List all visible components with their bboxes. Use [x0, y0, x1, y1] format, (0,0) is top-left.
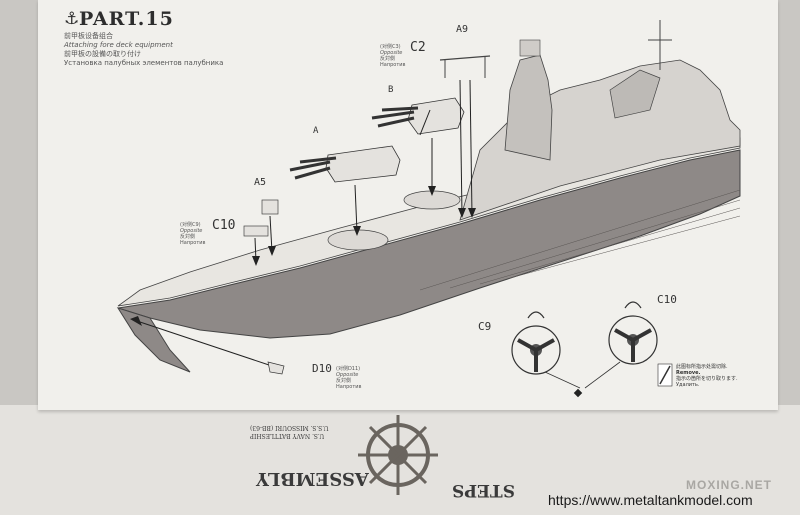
cover-small-1: U.S. NAVY BATTLESHIP [250, 432, 325, 439]
cover-line-1: ASSEMBLY [256, 468, 369, 489]
d10-note-ref: (对侧D11) [336, 366, 361, 372]
c2-note-ru: Напротив [380, 62, 406, 68]
c10-note-cn: 反対側 [180, 234, 196, 240]
subtitle-cn: 前甲板设备组合 [64, 32, 113, 40]
c10-note-ru: Напротив [180, 240, 206, 246]
label-b: B [388, 85, 394, 95]
cut-marker [573, 388, 583, 398]
d10-note-cn: 反対側 [336, 378, 352, 384]
part-title: PART.15 [79, 8, 174, 30]
c2-note-en: Opposite [380, 50, 403, 56]
notice-en: Remove. [676, 370, 701, 376]
c2-note-ref: (对侧C3) [380, 44, 401, 50]
c10-note-ref: (对侧C9) [180, 222, 201, 228]
c2-note-cn: 反対側 [380, 56, 396, 62]
subtitle-ru: Установка палубных элементов палубника [64, 59, 224, 67]
watermark: MOXING.NET [686, 478, 773, 492]
turret-b [371, 97, 465, 135]
label-c10-detail: C10 [657, 293, 677, 306]
d10-note-ru: Напротив [336, 384, 362, 390]
notice-cn: 此图标所指示处需切除. [676, 364, 728, 370]
forward-tower [504, 54, 553, 161]
part-a9 [439, 55, 491, 78]
label-a5: A5 [254, 177, 267, 188]
part-a5-piece [261, 199, 279, 215]
ship-hull [117, 149, 741, 339]
subtitle-jp: 前甲板の設備の取り付け [64, 50, 141, 58]
c10-note: (对侧C9) Opposite 反対側 Напротив [180, 222, 205, 246]
notice-ru: Удалить. [676, 382, 700, 388]
label-a9: A9 [456, 24, 469, 35]
label-a: A [313, 126, 319, 136]
d10-note: (对侧D11) Opposite 反対側 Напротив [336, 366, 361, 390]
cover-small-2: U.S.S. MISSOURI (BB-63) [250, 424, 329, 431]
notice-jp: 指示の箇所を切り取ります. [676, 376, 738, 382]
label-c2: C2 [410, 40, 426, 55]
funnel [609, 69, 661, 119]
detail-c10 [608, 301, 658, 365]
label-c9-detail: C9 [478, 320, 492, 333]
cutter-blade [659, 365, 671, 385]
label-c10: C10 [212, 218, 236, 233]
subtitle-en: Attaching fore deck equipment [64, 41, 173, 49]
label-d10: D10 [312, 362, 332, 375]
cover-line-2: STEPS [452, 480, 515, 500]
arrow-heads [130, 186, 476, 326]
part-d10-piece [267, 361, 285, 375]
c10-note-en: Opposite [180, 228, 203, 234]
detail-c9 [511, 311, 561, 375]
detail-leaders [544, 361, 621, 389]
d10-note-en: Opposite [336, 372, 359, 378]
radar-dish [519, 39, 541, 57]
source-url: https://www.metaltankmodel.com [548, 492, 753, 508]
ship-wheel-icon [358, 415, 438, 495]
c2-note: (对侧C3) Opposite 反対側 Напротив [380, 44, 405, 68]
ship-bow [116, 307, 191, 373]
anchor-icon: ⚓ [64, 9, 80, 29]
part-c10-piece [243, 225, 269, 237]
remove-notice: 此图标所指示处需切除. Remove. 指示の箇所を切り取ります. Удалит… [676, 364, 738, 388]
turret-a [289, 145, 401, 183]
